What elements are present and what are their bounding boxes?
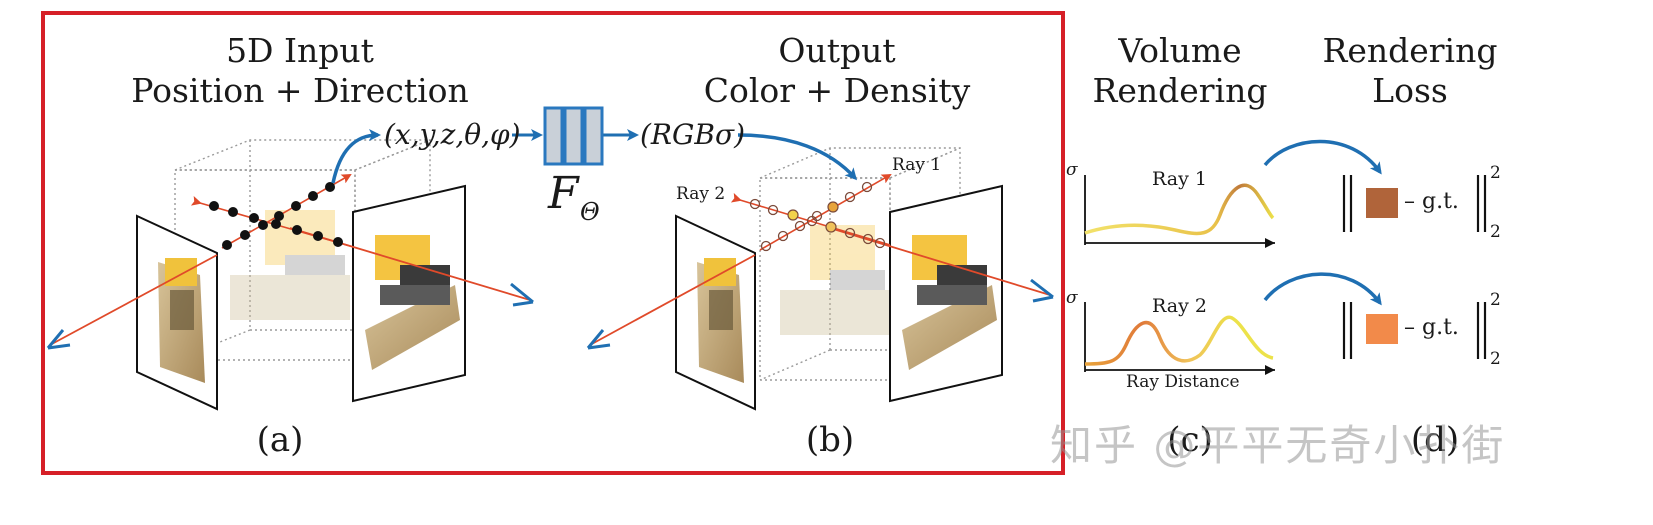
panel-a-title-line1: 5D Input: [226, 31, 374, 70]
plot2-label: Ray 2: [1152, 295, 1207, 317]
norm-sub-2: 2: [1490, 349, 1501, 369]
network-icon: [543, 106, 604, 166]
panel-d-loss: [1342, 175, 1487, 359]
network-subscript: Θ: [580, 198, 600, 226]
network-label: F: [548, 168, 579, 219]
ray1-label: Ray 1: [892, 155, 942, 175]
output-tuple: (RGBσ): [640, 118, 745, 151]
rendered-color-1: [1366, 188, 1398, 218]
gt-label-1: – g.t.: [1404, 189, 1459, 214]
plot2-y-axis-symbol: σ: [1066, 288, 1078, 308]
density-curve-ray2: [1084, 315, 1274, 366]
panel-b-scene: [586, 133, 1054, 411]
panel-c-label: (c): [1167, 420, 1213, 460]
panel-a-title-line2: Position + Direction: [131, 71, 469, 110]
panel-a-label: (a): [256, 420, 304, 460]
panel-c-title-line1: Volume: [1118, 31, 1242, 70]
norm-sub-1: 2: [1490, 222, 1501, 242]
panel-b-title-line1: Output: [778, 31, 896, 70]
norm-sup-1: 2: [1490, 163, 1501, 183]
rendered-color-2: [1366, 314, 1398, 344]
highlight-frame: [41, 11, 1065, 475]
gt-label-2: – g.t.: [1404, 315, 1459, 340]
plot-xlabel: Ray Distance: [1126, 372, 1240, 392]
panel-d-title-line2: Loss: [1372, 71, 1448, 110]
panel-c-title-line2: Rendering: [1092, 71, 1268, 110]
norm-sup-2: 2: [1490, 290, 1501, 310]
watermark: 知乎 @平平无奇小扑街: [1050, 421, 1506, 470]
panel-d-label: (d): [1410, 420, 1460, 460]
panel-b-label: (b): [805, 420, 855, 460]
plot1-label: Ray 1: [1152, 168, 1207, 190]
panel-c-plots: [1084, 175, 1275, 375]
panel-a-scene: [46, 129, 534, 411]
input-tuple: (x,y,z,θ,φ): [384, 118, 521, 151]
density-curve-ray1: [1084, 183, 1275, 236]
panel-d-title-line1: Rendering: [1322, 31, 1498, 70]
panel-b-title-line2: Color + Density: [703, 71, 971, 110]
ray2-label: Ray 2: [676, 184, 726, 204]
plot1-y-axis-symbol: σ: [1066, 160, 1078, 180]
